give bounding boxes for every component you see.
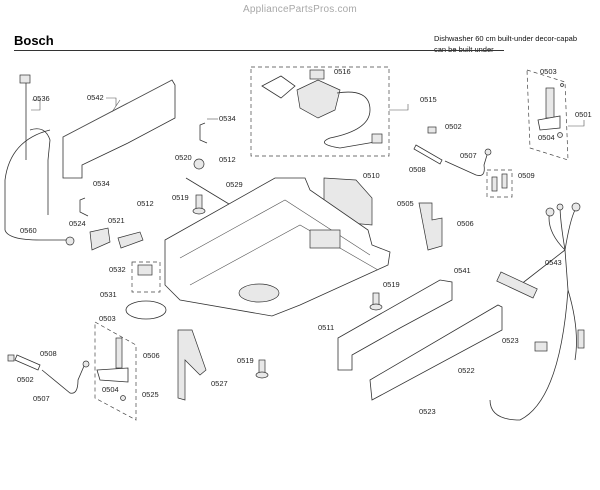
label-0511[interactable]: 0511 <box>318 323 334 332</box>
label-0519-right[interactable]: 0519 <box>383 280 400 289</box>
label-0520[interactable]: 0520 <box>175 153 192 162</box>
part-0527-bracket <box>177 329 207 401</box>
part-0534-clip <box>199 122 208 144</box>
part-0521-valve <box>117 231 144 249</box>
part-0534-clip-lower <box>79 197 89 217</box>
label-0532[interactable]: 0532 <box>109 265 126 274</box>
label-0512-lower[interactable]: 0512 <box>137 199 154 208</box>
label-0508-lower[interactable]: 0508 <box>40 349 57 358</box>
part-0505-bracket <box>418 202 443 251</box>
part-0524-bracket <box>89 227 111 251</box>
part-0543-wiring-harness <box>489 202 585 421</box>
brand-title: Bosch <box>14 33 54 48</box>
label-0543[interactable]: 0543 <box>545 258 562 267</box>
label-0510[interactable]: 0510 <box>363 171 380 180</box>
description-line-1: Dishwasher 60 cm built-under decor-capab <box>434 34 577 43</box>
label-0519-lower[interactable]: 0519 <box>237 356 254 365</box>
part-0520-nut <box>193 158 205 170</box>
label-0507-lower[interactable]: 0507 <box>33 394 50 403</box>
label-0560[interactable]: 0560 <box>20 226 37 235</box>
part-0508-heater-assembly <box>413 126 492 176</box>
label-0512-upper[interactable]: 0512 <box>219 155 236 164</box>
part-0560-fitting <box>65 236 75 246</box>
label-0505[interactable]: 0505 <box>397 199 414 208</box>
group-0515-box <box>250 66 390 157</box>
label-0507-upper[interactable]: 0507 <box>460 151 477 160</box>
label-0504-upper[interactable]: 0504 <box>538 133 555 142</box>
watermark: AppliancePartsPros.com <box>243 4 357 15</box>
label-0531[interactable]: 0531 <box>100 290 117 299</box>
label-0524[interactable]: 0524 <box>69 219 86 228</box>
part-0519-foot-right <box>369 292 383 311</box>
label-0508-upper[interactable]: 0508 <box>409 165 426 174</box>
label-0529[interactable]: 0529 <box>226 180 243 189</box>
part-hose-bend <box>29 128 51 161</box>
label-0541[interactable]: 0541 <box>454 266 471 275</box>
part-0536-rod <box>19 74 41 160</box>
part-0509-switch-b <box>501 173 508 189</box>
part-0509-switch-a <box>491 176 498 192</box>
group-0525-box <box>94 321 137 421</box>
label-0515[interactable]: 0515 <box>420 95 437 104</box>
part-0519-foot-upper <box>192 194 206 215</box>
label-0503-lower[interactable]: 0503 <box>99 314 116 323</box>
part-0541-panel <box>337 279 453 371</box>
part-0519-foot-lower <box>255 359 269 379</box>
label-0516[interactable]: 0516 <box>334 67 351 76</box>
part-0511-base <box>164 177 391 317</box>
part-0516-terminal-box <box>261 69 383 149</box>
part-0507-plug-lower <box>82 360 90 368</box>
part-0525-hinge <box>96 337 129 401</box>
part-0502-clip-lower <box>7 354 15 362</box>
part-0542-panel <box>62 79 176 179</box>
label-0525[interactable]: 0525 <box>142 390 159 399</box>
label-0506-upper[interactable]: 0506 <box>457 219 474 228</box>
label-0503-upper[interactable]: 0503 <box>540 67 557 76</box>
label-0502-lower[interactable]: 0502 <box>17 375 34 384</box>
label-0522[interactable]: 0522 <box>458 366 475 375</box>
part-0507-cable-lower <box>41 365 85 394</box>
part-0532-sensor <box>137 264 153 276</box>
label-0502-upper[interactable]: 0502 <box>445 122 462 131</box>
group-0509-box <box>486 169 513 198</box>
label-0534-lower[interactable]: 0534 <box>93 179 110 188</box>
group-0532-box <box>131 261 161 293</box>
label-0521[interactable]: 0521 <box>108 216 125 225</box>
label-0536[interactable]: 0536 <box>33 94 50 103</box>
part-0531-disc <box>125 300 167 320</box>
label-0534-upper[interactable]: 0534 <box>219 114 236 123</box>
label-0504-lower[interactable]: 0504 <box>102 385 119 394</box>
label-0506-lower[interactable]: 0506 <box>143 351 160 360</box>
label-0501[interactable]: 0501 <box>575 110 592 119</box>
label-0519-upper[interactable]: 0519 <box>172 193 189 202</box>
description-line-2: can be built under <box>434 44 577 55</box>
label-0523-lower[interactable]: 0523 <box>419 407 436 416</box>
part-0522-panel <box>369 304 503 401</box>
label-0509[interactable]: 0509 <box>518 171 535 180</box>
model-description: Dishwasher 60 cm built-under decor-capab… <box>434 33 577 55</box>
label-0527[interactable]: 0527 <box>211 379 228 388</box>
part-0508-heater-lower <box>14 354 41 371</box>
label-0542[interactable]: 0542 <box>87 93 104 102</box>
label-0523-upper[interactable]: 0523 <box>502 336 519 345</box>
part-0501-hinge <box>537 83 564 138</box>
part-0560-hose <box>4 129 70 241</box>
group-0501-box <box>526 69 569 161</box>
header-divider <box>14 50 504 51</box>
